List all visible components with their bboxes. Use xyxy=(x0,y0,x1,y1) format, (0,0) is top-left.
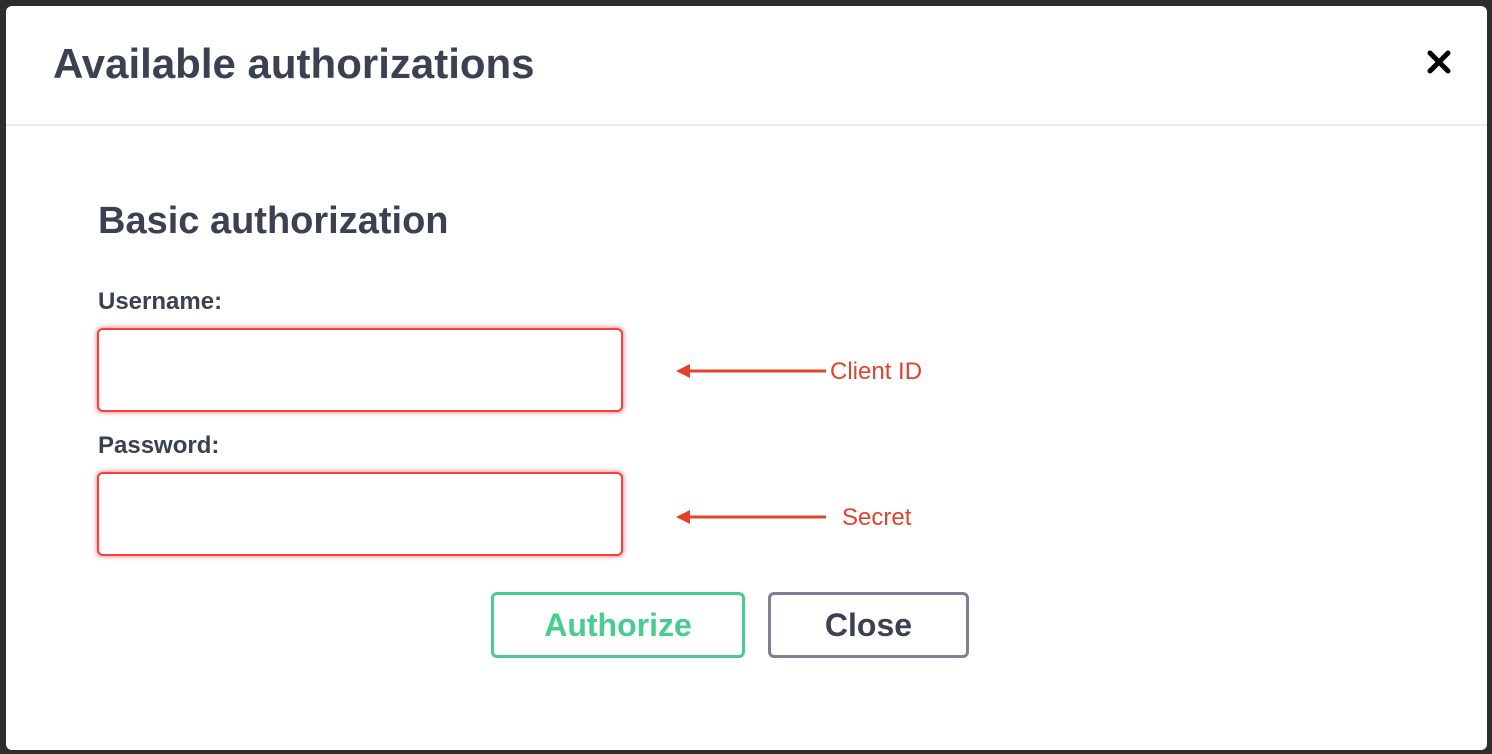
arrow-left-icon xyxy=(676,510,826,524)
modal-title: Available authorizations xyxy=(53,40,535,87)
secret-note: Secret xyxy=(842,504,912,531)
authorize-button[interactable]: Authorize xyxy=(491,592,745,658)
password-input[interactable] xyxy=(97,472,623,556)
section-title: Basic authorization xyxy=(98,200,449,242)
arrow-left-icon xyxy=(676,364,826,378)
password-label: Password: xyxy=(98,432,220,459)
username-label: Username: xyxy=(98,288,223,315)
client-id-note: Client ID xyxy=(830,358,923,385)
username-input[interactable] xyxy=(97,328,623,412)
modal-header: Available authorizations xyxy=(6,6,1487,126)
close-icon[interactable] xyxy=(1421,44,1457,80)
authorization-modal: Available authorizations Basic authoriza… xyxy=(6,6,1487,750)
close-button[interactable]: Close xyxy=(768,592,969,658)
